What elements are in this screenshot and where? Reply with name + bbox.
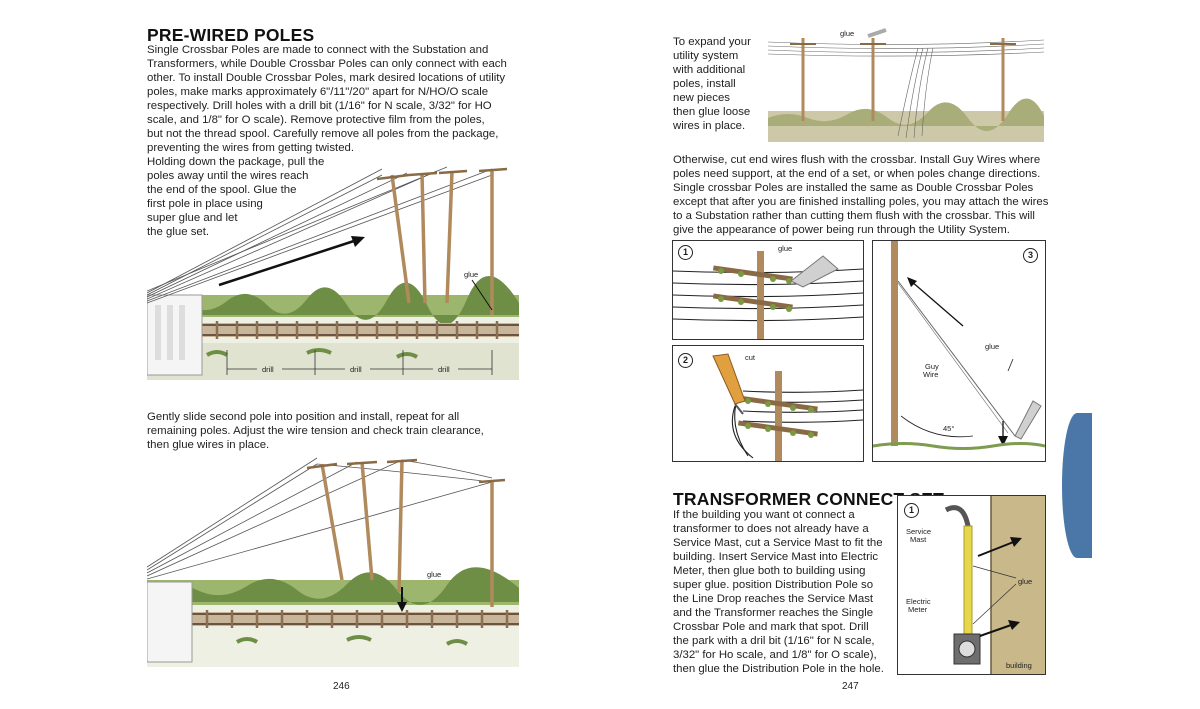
drill-label-3: drill <box>438 365 450 374</box>
transformer-number-badge: 1 <box>904 503 919 518</box>
pole-install-illustration-2: glue <box>146 452 519 667</box>
expand-poles-illustration: glue <box>767 26 1045 142</box>
page-number-right: 247 <box>842 681 859 692</box>
angle-45-label: 45° <box>943 424 954 433</box>
glue-label-expand: glue <box>840 29 854 38</box>
glue-label-fig1: glue <box>464 270 478 279</box>
drill-label-1: drill <box>262 365 274 374</box>
page-heading-pre-wired-poles: PRE-WIRED POLES <box>147 25 315 45</box>
hold-package-text: Holding down the package, pull the poles… <box>147 156 325 238</box>
step2-cut-label: cut <box>745 353 756 362</box>
step2-cut-figure: cut <box>672 345 864 462</box>
step3-number-badge: 3 <box>1023 248 1038 263</box>
drill-label-2: drill <box>350 365 362 374</box>
side-thumb-tab <box>1062 413 1092 558</box>
step2-number-badge: 2 <box>678 353 693 368</box>
step1-glue-figure: glue <box>672 240 864 340</box>
page-number-left: 246 <box>333 681 350 692</box>
intro-paragraph: Single Crossbar Poles are made to connec… <box>147 44 507 154</box>
expand-system-text: To expand your utility system with addit… <box>673 36 751 132</box>
pole-install-illustration-1: drill drill drill glue <box>146 155 519 380</box>
step1-number-badge: 1 <box>678 245 693 260</box>
guy-wire-paragraph: Otherwise, cut end wires flush with the … <box>673 154 1049 236</box>
step1-glue-label: glue <box>778 244 792 253</box>
tc-glue-label: glue <box>1018 577 1032 586</box>
glue-label-fig2: glue <box>427 570 441 579</box>
slide-pole-text: Gently slide second pole into position a… <box>147 411 484 451</box>
building-label: building <box>1006 661 1032 670</box>
transformer-paragraph: If the building you want ot connect a tr… <box>673 509 884 675</box>
step3-glue-label: glue <box>985 342 999 351</box>
transformer-heading: TRANSFORMER CONNECT SET <box>673 489 944 509</box>
